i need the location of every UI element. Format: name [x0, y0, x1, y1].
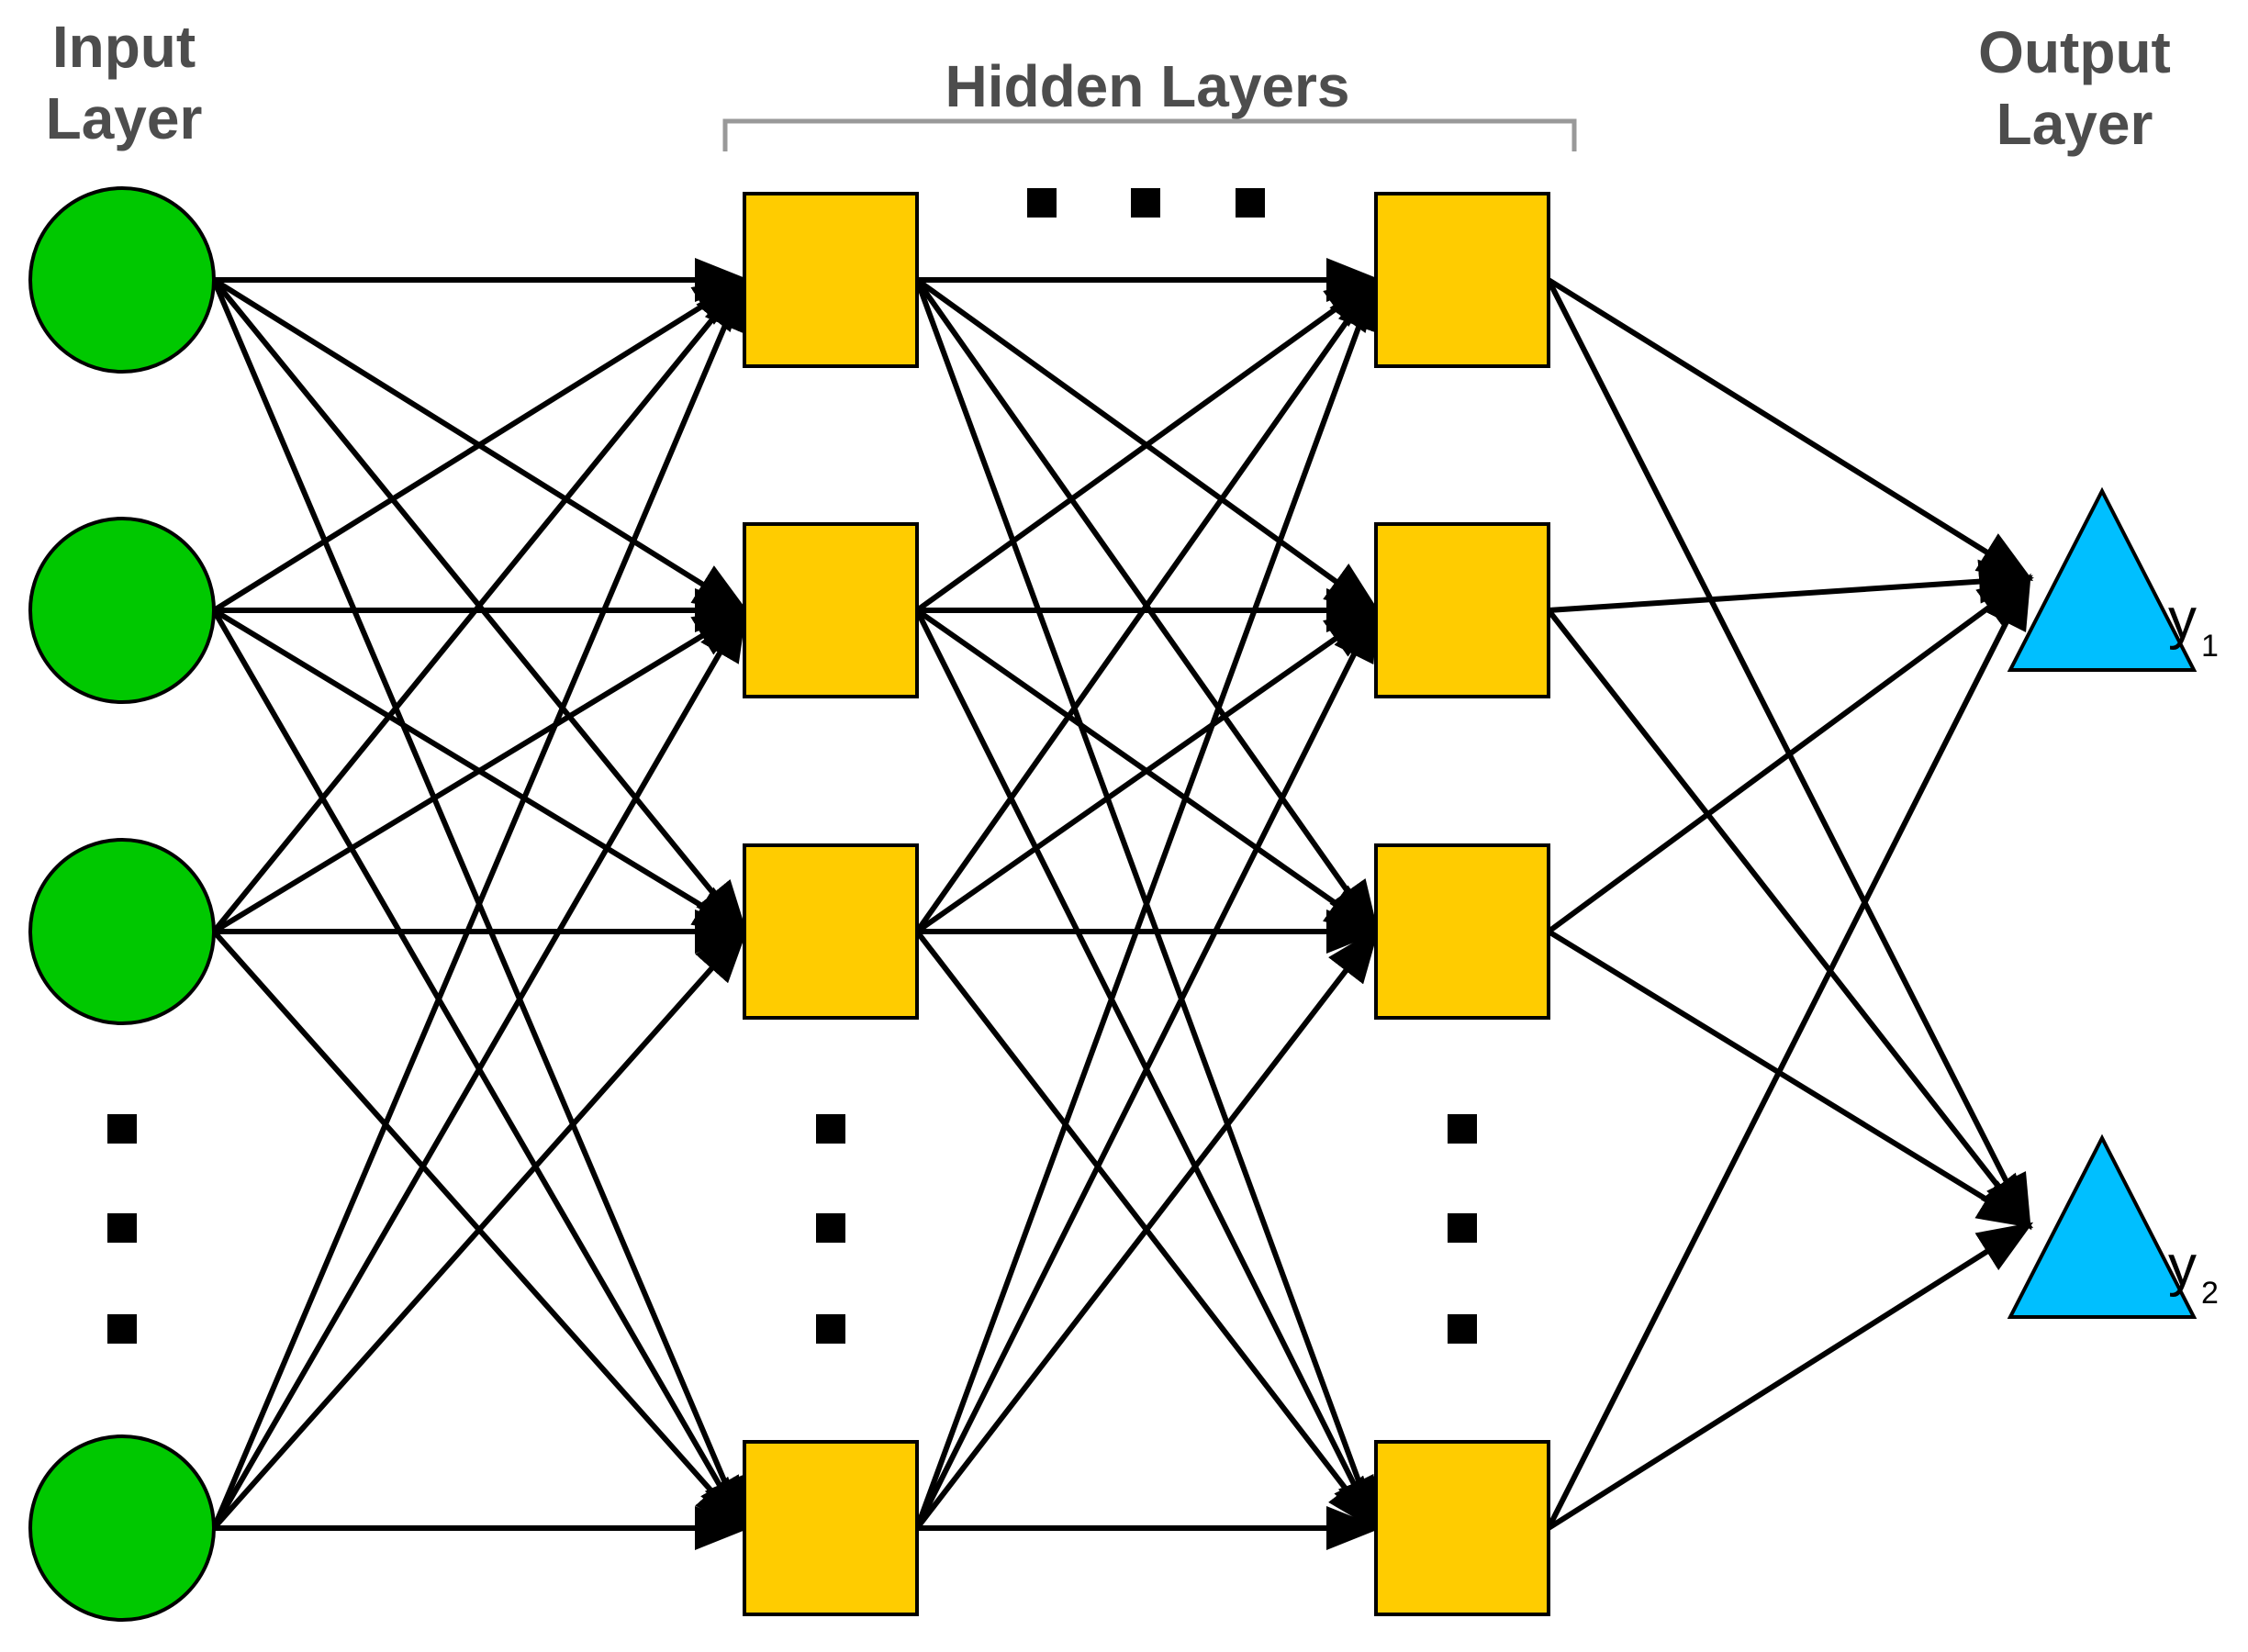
ellipsis-dot-between-hidden-1: [1027, 188, 1057, 218]
edge-hidden1-4-to-hidden2-2: [914, 605, 1379, 1530]
hidden-layers-bracket: [722, 118, 1577, 151]
ellipsis-dot-col2-2: [816, 1213, 845, 1243]
hidden-layer-1-node-3: [743, 843, 919, 1020]
ellipsis-dot-col1-2: [107, 1213, 137, 1243]
input-node-2: [28, 517, 216, 704]
edge-input-4-to-hidden1-3: [211, 927, 748, 1530]
edge-input-3-to-hidden1-2: [212, 607, 750, 934]
output-node-1: [2007, 486, 2198, 672]
edge-hidden1-3-to-hidden2-1: [914, 275, 1380, 933]
hidden-layer-1-node-4: [743, 1440, 919, 1616]
edge-hidden1-4-to-hidden2-3: [914, 927, 1380, 1530]
ellipsis-dot-col3-3: [1448, 1314, 1477, 1344]
edge-input-4-to-hidden1-2: [211, 605, 748, 1530]
edge-input-3-to-hidden1-1: [211, 275, 748, 933]
hidden-layer-1-node-2: [743, 522, 919, 698]
output-node-2: [2007, 1133, 2198, 1319]
output-label-sub-2: 2: [2201, 1276, 2219, 1311]
ellipsis-dot-col2-3: [816, 1314, 845, 1344]
edge-hidden2-2-to-output-2: [1546, 608, 2032, 1230]
edge-hidden2-1-to-output-1: [1547, 277, 2034, 582]
edge-hidden2-3-to-output-1: [1547, 575, 2033, 934]
edge-hidden2-3-to-output-2: [1547, 929, 2034, 1229]
edge-hidden1-3-to-hidden2-2: [915, 607, 1381, 934]
hidden-layer-1-node-1: [743, 192, 919, 368]
edge-input-2-to-hidden1-1: [212, 276, 750, 613]
edge-hidden2-4-to-output-2: [1547, 1222, 2034, 1531]
hidden-layer-2-node-1: [1374, 192, 1550, 368]
edges-group: [211, 258, 2034, 1550]
ellipsis-dot-between-hidden-2: [1131, 188, 1160, 218]
hidden-layer-2-node-2: [1374, 522, 1550, 698]
edge-input-4-to-hidden1-1: [211, 274, 747, 1530]
ellipsis-dot-between-hidden-3: [1236, 188, 1265, 218]
hidden-layer-2-node-3: [1374, 843, 1550, 1020]
input-layer-label: Input Layer: [45, 14, 203, 151]
ellipsis-dot-col3-1: [1448, 1114, 1477, 1144]
hidden-layers-label: Hidden Layers: [945, 53, 1350, 119]
edge-hidden1-4-to-hidden2-1: [914, 274, 1380, 1530]
ellipsis-dot-col2-1: [816, 1114, 845, 1144]
ellipsis-dot-col1-3: [107, 1314, 137, 1344]
output-label-1: y: [2168, 587, 2197, 651]
ellipsis-group: [107, 188, 1477, 1344]
edge-hidden1-2-to-hidden2-1: [915, 276, 1381, 613]
input-node-4: [28, 1434, 216, 1622]
output-label-2: y: [2168, 1234, 2197, 1298]
input-node-1: [28, 186, 216, 374]
ellipsis-dot-col3-2: [1448, 1213, 1477, 1243]
nodes-group: [28, 186, 2198, 1622]
edge-hidden2-2-to-output-1: [1548, 559, 2034, 613]
hidden-layer-2-node-4: [1374, 1440, 1550, 1616]
output-layer-label: Output Layer: [1978, 19, 2171, 157]
edge-hidden2-4-to-output-1: [1546, 573, 2031, 1530]
input-node-3: [28, 838, 216, 1025]
ellipsis-dot-col1-1: [107, 1114, 137, 1144]
output-label-sub-1: 1: [2201, 629, 2219, 664]
